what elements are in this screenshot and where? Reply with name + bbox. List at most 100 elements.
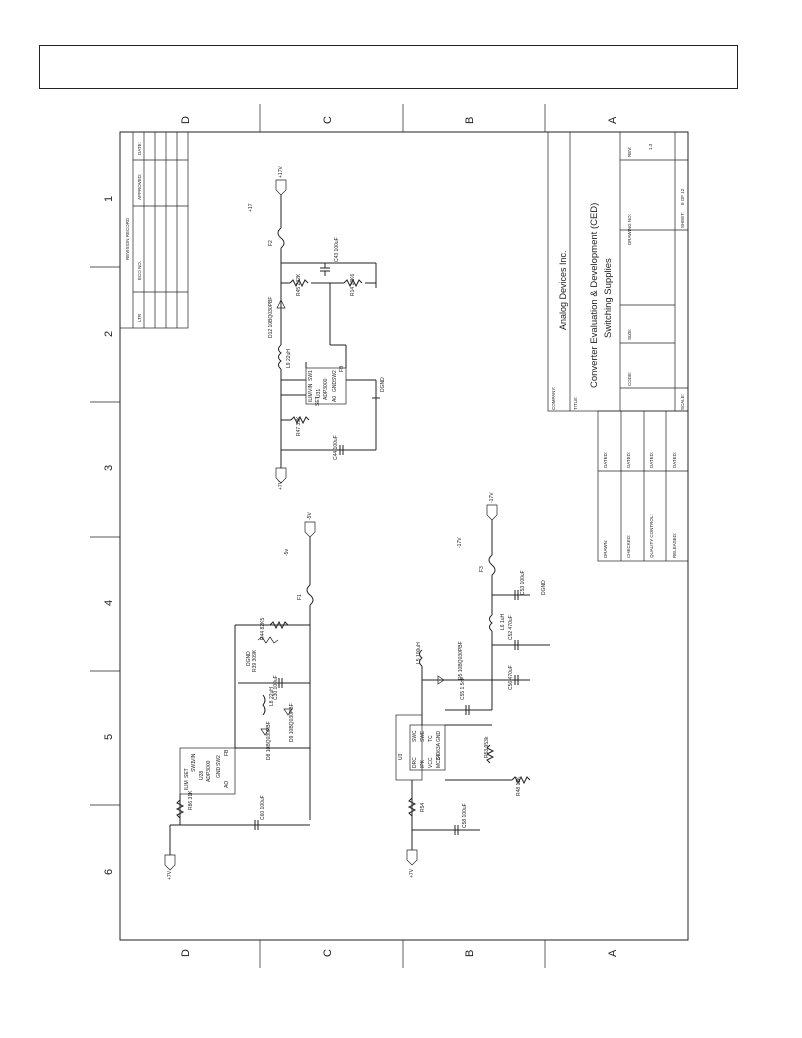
connector-top-out xyxy=(275,179,287,196)
resistor-r53-label: R53 953k xyxy=(484,736,490,758)
resistor-r45-label: R45 232K xyxy=(296,273,302,296)
ic-u31-pin-a0: A0 xyxy=(332,396,338,402)
ic-u31-pin-set: SET xyxy=(315,396,321,406)
ic-u3-ref: U3 xyxy=(398,753,404,760)
inductor-l6 xyxy=(489,614,493,632)
mid-gnd-label: DGND xyxy=(246,651,252,666)
title-block-sheet-value: 8 OF 12 xyxy=(680,188,685,205)
cap-c30-label: C30 100uF xyxy=(273,675,279,700)
cap-c60-label: C60 100uF xyxy=(260,795,266,820)
approval-role-drawn: DRAWN: xyxy=(603,540,608,558)
ic-u3-pin-vcc: VCC xyxy=(428,757,434,768)
bot-out-label2: -17V xyxy=(457,537,463,548)
circuit-minus5v: -5V -5v +7V F1 R44 82K5 R39 309K DGND C3… xyxy=(164,512,316,880)
fuse-f3-label: F3 xyxy=(479,566,485,572)
ic-u31-pin-gnd: GND xyxy=(332,381,338,393)
resistor-r54-label: R54 xyxy=(420,803,426,812)
resistor-r39-label: R39 309K xyxy=(252,649,258,672)
revision-col-ltr: LTR xyxy=(137,313,142,322)
ic-u28-pin-set: SET xyxy=(184,768,190,778)
resistor-r86 xyxy=(175,799,185,819)
approval-dated-released: DATED: xyxy=(672,452,677,468)
title-block-drawing-no-label: DRAWING NO: xyxy=(627,214,632,245)
top-in-label: +7V xyxy=(278,480,284,490)
diode-d8 xyxy=(260,728,270,736)
revision-record-table: REVISION RECORD LTR ECO NO. APPROVED: DA… xyxy=(119,131,189,329)
top-gnd-label: DGND xyxy=(380,377,386,392)
zone-label-bottom-b: B xyxy=(464,950,476,957)
cap-c56-label: C56 470uF xyxy=(508,665,514,690)
zone-number-5: 5 xyxy=(103,734,115,740)
connector-bot-out xyxy=(486,504,498,521)
approval-role-quality: QUALITY CONTROL: xyxy=(649,514,654,558)
connector-bot-in xyxy=(406,849,418,866)
resistor-r44-label: R44 82K5 xyxy=(260,618,266,640)
resistor-r14 xyxy=(343,278,363,288)
ic-u3-pin-cii: CII xyxy=(436,754,442,760)
ic-u3-pin-tc: TC xyxy=(428,735,434,742)
ic-u3-pin-swc: SWC xyxy=(412,730,418,742)
ic-u31-ref: U31 xyxy=(316,389,322,398)
ic-u3-pin-gnd: GND xyxy=(436,731,442,743)
resistor-r48 xyxy=(511,775,531,785)
title-block-title-label: TITLE: xyxy=(573,396,578,410)
inductor-l8 xyxy=(262,694,266,716)
inductor-l5-label: L5 100uH xyxy=(416,642,422,664)
inductor-l8-label: L8 22uH xyxy=(269,687,275,706)
cap-c55-label: C55 1.5nF xyxy=(460,677,466,700)
title-block-rev-label: REV: xyxy=(627,147,632,157)
cap-c58-label: C58 100uF xyxy=(462,803,468,828)
zone-number-2: 2 xyxy=(103,331,115,337)
cap-c44-label: C44 100uF xyxy=(333,435,339,460)
resistor-r45 xyxy=(289,278,309,288)
ic-u3-pin-drc: DRC xyxy=(412,757,418,768)
mid-in-label: +7V xyxy=(167,870,173,880)
approvals-block: DRAWN: DATED: CHECKED: DATED: QUALITY CO… xyxy=(597,410,689,562)
inductor-l6-label: L6 1uH xyxy=(500,613,506,630)
mid-out-label: -5V xyxy=(307,512,313,520)
revision-col-approved: APPROVED: xyxy=(137,174,142,200)
cap-c43-label: C43 100uF xyxy=(334,237,340,262)
zone-label-top-b: B xyxy=(464,117,476,124)
fuse-f1-label: F1 xyxy=(297,594,303,600)
resistor-r47 xyxy=(290,415,310,425)
resistor-r39 xyxy=(257,636,279,644)
cap-c53-label: C53 100uF xyxy=(520,570,526,595)
title-block-company-name: Analog Devices Inc. xyxy=(558,250,568,330)
zener-d9-label: D9 10BQ030PBF xyxy=(289,703,295,742)
diode-d12-label: D12 10BQ030PBF xyxy=(268,297,274,338)
title-block-sheet-label: SHEET: xyxy=(680,212,685,228)
resistor-r47-label: R47 39K xyxy=(296,416,302,436)
title-block-code-label: CODE: xyxy=(627,372,632,386)
resistor-r86-label: R86 31K xyxy=(188,790,194,810)
ic-u3-part: MC34063A xyxy=(436,742,442,768)
zone-label-top-a: A xyxy=(607,116,619,124)
bot-gnd-label: DGND xyxy=(541,580,547,595)
revision-record-title: REVISION RECORD xyxy=(125,217,130,260)
resistor-r54 xyxy=(407,797,417,817)
zone-number-4: 4 xyxy=(103,600,115,606)
connector-mid-in xyxy=(164,854,176,871)
zone-number-1: 1 xyxy=(103,196,115,202)
ic-u31-pin-ilim: ILIM xyxy=(308,392,314,402)
fuse-f3 xyxy=(488,554,496,576)
zone-label-bottom-d: D xyxy=(180,949,192,957)
top-out-label: +17V xyxy=(278,166,284,178)
title-block-scale-label: SCALE: xyxy=(680,394,685,410)
zone-label-top-c: C xyxy=(322,116,334,124)
fuse-f1 xyxy=(306,584,314,606)
ic-u28-pin-ao: AO xyxy=(224,781,230,788)
bot-out-label: -17V xyxy=(489,492,495,503)
approval-dated-checked: DATED: xyxy=(626,452,631,468)
zone-number-6: 6 xyxy=(103,869,115,875)
title-block: COMPANY: Analog Devices Inc. TITLE: Conv… xyxy=(547,131,689,412)
resistor-r53 xyxy=(485,744,495,764)
title-block-title-line2: Switching Supplies xyxy=(603,258,614,338)
ic-u31-pin-vin: VIN xyxy=(308,383,314,392)
connector-mid-out xyxy=(304,521,316,538)
page-header-box xyxy=(39,45,738,89)
cap-c52-label: C52 470uF xyxy=(508,615,514,640)
title-block-title-line1: Converter Evaluation & Development (CED) xyxy=(589,203,600,388)
ic-u28-pin-fb: FB xyxy=(224,749,230,756)
title-block-size-label: SIZE: xyxy=(627,329,632,340)
